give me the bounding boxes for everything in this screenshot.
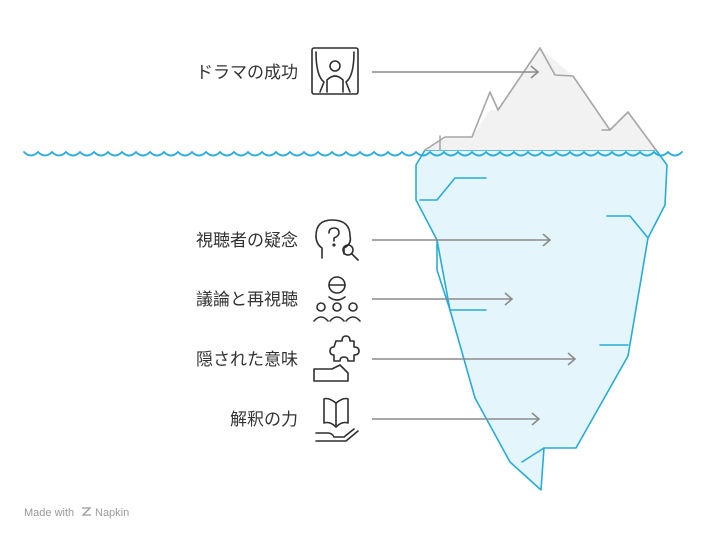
label-drama-success: ドラマの成功 [196,63,298,83]
iceberg-above-water [425,48,656,150]
footer-brand: Napkin [95,507,129,519]
arrow-1 [372,65,540,79]
iceberg-cracks [419,177,649,463]
curtain-person-icon [311,47,359,95]
iceberg-outline-top [424,47,657,151]
label-discussion-rewatch: 議論と再視聴 [196,290,298,310]
label-interpretation-power: 解釈の力 [230,410,298,430]
arrow-3 [372,292,514,306]
head-question-icon [315,219,359,261]
napkin-logo-icon [81,507,92,516]
water-line [23,150,683,157]
arrow-4 [372,352,577,366]
puzzle-hand-icon [313,335,360,382]
arrow-5 [372,412,541,426]
footer-made-with: Made with [24,507,74,519]
label-hidden-meaning: 隠された意味 [196,350,298,370]
arrow-2 [372,233,552,247]
book-hand-icon [315,397,359,442]
label-viewer-doubt: 視聴者の疑念 [196,230,298,251]
group-discussion-icon [313,276,361,322]
iceberg-underwater [415,149,668,491]
